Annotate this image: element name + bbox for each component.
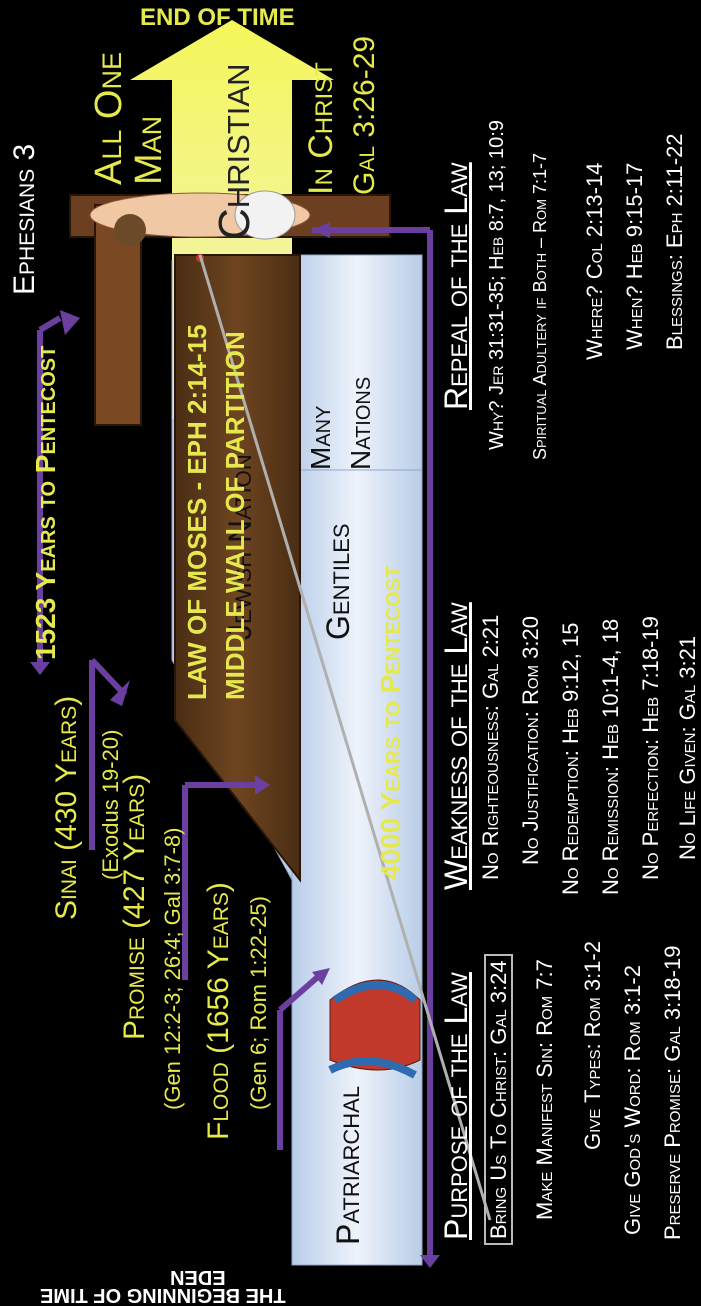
end-of-time-label: End of Time xyxy=(140,4,295,31)
repeal-item-2: Spiritual Adultery if Both – Rom 7:1-7 xyxy=(530,153,550,460)
promise-label: Promise (427 Years) xyxy=(118,773,151,1040)
wall-label-2: MIDDLE WALL OF PARTITION xyxy=(220,331,250,700)
in-christ-label: In Christ xyxy=(302,62,340,195)
timeline-top-end xyxy=(30,662,50,675)
patriarchal-band xyxy=(291,469,423,1266)
flood-ref: (Gen 6; Rom 1:22-25) xyxy=(246,896,271,1110)
patriarchal-label: Patriarchal xyxy=(330,1085,366,1245)
purpose-heading: Purpose of the Law xyxy=(438,972,474,1240)
repeal-item-3: Where? Col 2:13-14 xyxy=(582,162,607,360)
middle-wall xyxy=(174,254,301,883)
ark-icon xyxy=(328,979,421,1079)
beginning-of-time-label: The Beginning of Time xyxy=(40,1284,286,1306)
gentile-band xyxy=(291,254,423,471)
sinai-label: Sinai (430 Years) xyxy=(50,695,83,920)
all-one-label: All One xyxy=(88,51,130,185)
gentiles-label: Gentiles xyxy=(320,523,356,640)
years-top-label: 1523 Years to Pentecost xyxy=(30,345,61,660)
repeal-heading: Repeal of the Law xyxy=(438,162,474,410)
loincloth xyxy=(234,190,296,240)
nations-label: Nations xyxy=(345,376,376,470)
christian-label: Christian xyxy=(210,63,259,240)
weakness-item-2: No Justification: Rom 3:20 xyxy=(518,616,543,865)
purpose-item-2: Make Manifest Sin: Rom 7:7 xyxy=(532,959,557,1220)
purpose-item-3: Give Types: Rom 3:1-2 xyxy=(580,941,605,1150)
weakness-item-5: No Perfection: Heb 7:18-19 xyxy=(638,616,663,880)
christ-head xyxy=(114,214,146,246)
weakness-item-4: No Remission: Heb 10:1-4, 18 xyxy=(598,618,623,895)
promise-ref: (Gen 12:2-3; 26:4; Gal 3:7-8) xyxy=(160,827,185,1111)
weakness-item-3: No Redemption: Heb 9:12, 15 xyxy=(558,622,583,895)
wall-label-1: LAW OF MOSES - EPH 2:14-15 xyxy=(182,324,212,700)
weakness-item-6: No Life Given: Gal 3:21 xyxy=(675,635,700,860)
purpose-item-4: Give God's Word: Rom 3:1-2 xyxy=(620,965,645,1235)
many-label: Many xyxy=(305,405,336,470)
purpose-item-1: Bring Us To Christ: Gal 3:24 xyxy=(484,954,513,1245)
weakness-item-1: No Righteousness: Gal 2:21 xyxy=(478,614,503,880)
repeal-item-1: Why? Jer 31:31-35; Heb 8:7, 13; 10:9 xyxy=(486,120,508,450)
flood-label: Flood (1656 Years) xyxy=(202,882,235,1140)
repeal-item-4: When? Heb 9:15-17 xyxy=(622,162,647,350)
page-title: Ephesians 3 xyxy=(8,143,41,295)
purpose-item-5: Preserve Promise: Gal 3:18-19 xyxy=(660,945,685,1240)
in-christ-ref: Gal 3:26-29 xyxy=(348,35,381,195)
repeal-item-5: Blessings: Eph 2:11-22 xyxy=(662,133,687,350)
man-label: Man xyxy=(128,115,170,185)
weakness-heading: Weakness of the Law xyxy=(438,602,474,890)
years-bottom-label: 4000 Years to Pentecost xyxy=(375,565,406,880)
